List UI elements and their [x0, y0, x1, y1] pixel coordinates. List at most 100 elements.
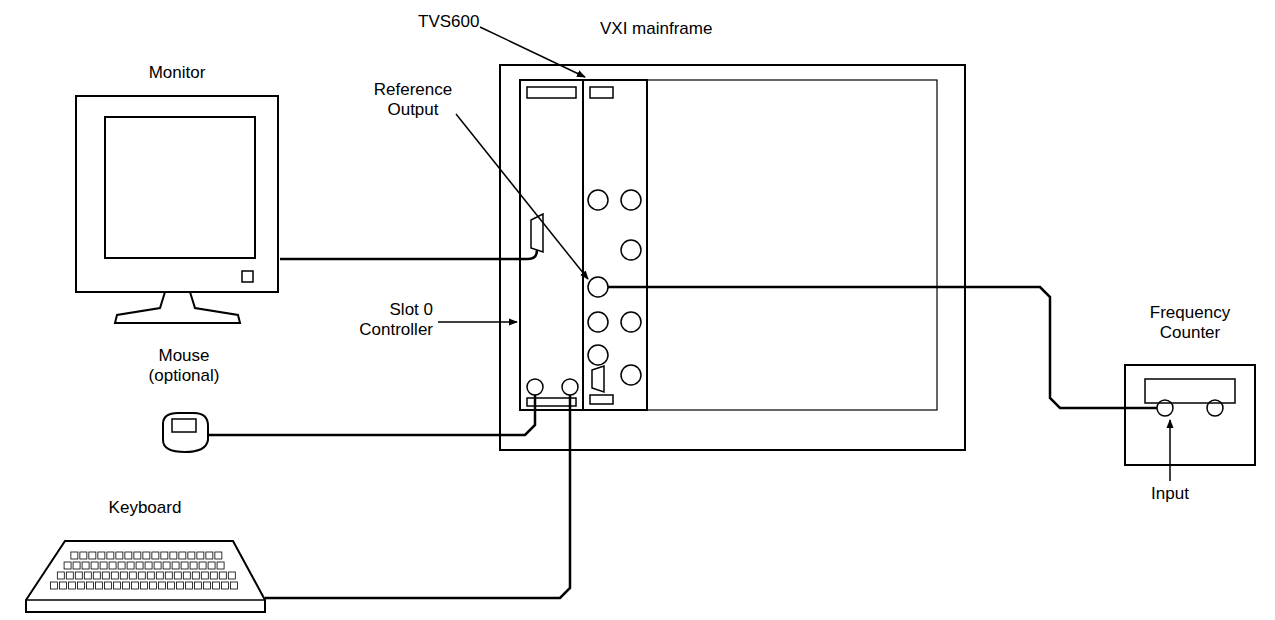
key [89, 552, 96, 559]
power-button [242, 271, 253, 282]
key [172, 562, 179, 569]
module-handle [527, 87, 576, 98]
monitor-stand [115, 292, 240, 323]
key [201, 572, 208, 579]
key [102, 572, 109, 579]
counter-display [1145, 379, 1235, 403]
key [186, 582, 193, 589]
key [109, 562, 116, 569]
key [150, 582, 157, 589]
node-label: TVS600 [418, 12, 479, 32]
key [114, 582, 121, 589]
tvs600-drawing [583, 80, 647, 410]
bnc-connector [588, 277, 608, 297]
input-connector [1157, 400, 1173, 416]
bnc-connector [621, 365, 641, 385]
key [75, 572, 82, 579]
key [190, 562, 197, 569]
node-label: Frequency Counter [1135, 303, 1245, 344]
key [136, 562, 143, 569]
module-handle [590, 87, 613, 98]
card-cage [520, 80, 937, 410]
bnc-connector [588, 345, 608, 365]
key [154, 562, 161, 569]
key [127, 562, 134, 569]
key [87, 582, 94, 589]
node-label: VXI mainframe [600, 19, 712, 39]
keyboard-body [26, 541, 265, 612]
controller-drawing [520, 80, 583, 410]
key [159, 582, 166, 589]
mouse-drawing [160, 412, 208, 452]
key [213, 582, 220, 589]
dsub-connector [592, 366, 604, 392]
key [69, 582, 76, 589]
cable-end [608, 286, 647, 289]
node-label: Mouse (optional) [139, 346, 229, 387]
key [168, 582, 175, 589]
key [165, 572, 172, 579]
cable-end [1125, 407, 1157, 410]
leader-line [1169, 420, 1171, 481]
leader-line [456, 114, 588, 279]
keyboard-box: Keyboard [25, 540, 265, 614]
monitor-screen [105, 117, 255, 258]
callout-label: Input [1143, 484, 1197, 504]
key [181, 562, 188, 569]
key [71, 552, 78, 559]
key [64, 562, 71, 569]
keyboard-port [562, 379, 578, 395]
key [138, 572, 145, 579]
key-grid [51, 552, 238, 589]
key [60, 582, 67, 589]
key [217, 562, 224, 569]
key [183, 572, 190, 579]
bnc-connector [621, 240, 641, 260]
mouse-button [172, 419, 196, 432]
key [143, 552, 150, 559]
leader-line [438, 321, 517, 323]
key [84, 572, 91, 579]
key [78, 582, 85, 589]
key [174, 572, 181, 579]
key [188, 552, 195, 559]
key [204, 582, 211, 589]
key [91, 562, 98, 569]
module-handle [590, 395, 613, 404]
counter-knob [1207, 400, 1223, 416]
key [120, 572, 127, 579]
key [82, 562, 89, 569]
key [66, 572, 73, 579]
key [222, 582, 229, 589]
key [219, 572, 226, 579]
node-label: Monitor [117, 63, 237, 83]
key [161, 552, 168, 559]
mainframe-outline [500, 65, 965, 450]
counter-housing [1125, 365, 1255, 465]
monitor-drawing [75, 95, 280, 325]
mouse-box: Mouse (optional) [160, 412, 208, 452]
key [141, 582, 148, 589]
key [152, 552, 159, 559]
key [231, 582, 238, 589]
key [163, 562, 170, 569]
node-label: Slot 0 Controller [343, 300, 433, 341]
key [132, 582, 139, 589]
counter-box: Frequency Counter [1125, 365, 1255, 465]
key [199, 562, 206, 569]
key [177, 582, 184, 589]
key [208, 562, 215, 569]
key [129, 572, 136, 579]
key [192, 572, 199, 579]
key [96, 582, 103, 589]
cable [280, 258, 520, 261]
key [206, 552, 213, 559]
module-panel [583, 80, 647, 410]
key [118, 562, 125, 569]
key [210, 572, 217, 579]
key [197, 552, 204, 559]
mainframe-box: VXI mainframeSlot 0 ControllerTVS600 [500, 65, 965, 450]
bnc-connector [588, 190, 608, 210]
key [125, 552, 132, 559]
